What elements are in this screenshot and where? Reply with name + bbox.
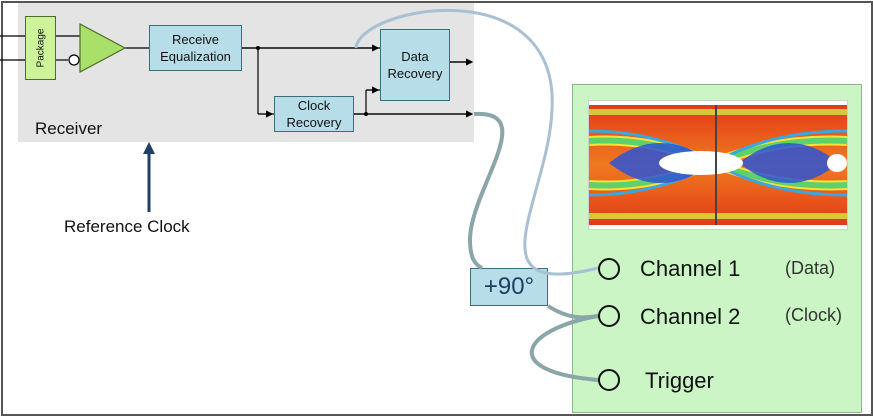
trigger-connector bbox=[598, 369, 620, 391]
package-block: Package bbox=[25, 16, 56, 80]
receiver-label: Receiver bbox=[35, 119, 103, 138]
clock-recovery-block: Clock Recovery bbox=[274, 96, 354, 132]
channel-2-connector bbox=[598, 305, 620, 327]
amplifier-symbol bbox=[79, 23, 127, 73]
data-recovery-block: Data Recovery bbox=[380, 29, 450, 101]
data-channel-cable bbox=[354, 8, 599, 276]
channel-1-connector bbox=[598, 258, 620, 280]
receive-equalization-block: Receive Equalization bbox=[149, 25, 242, 71]
junction-dot bbox=[364, 112, 368, 116]
inverting-input-bubble bbox=[68, 54, 80, 66]
trigger-label: Trigger bbox=[645, 368, 714, 393]
clock-cable-upper bbox=[467, 111, 505, 270]
phase-shift-block: +90° bbox=[470, 268, 548, 306]
channel-1-note: (Data) bbox=[785, 258, 836, 278]
eye-diagram-plot bbox=[589, 105, 847, 225]
junction-dot bbox=[256, 46, 260, 50]
eye-diagram bbox=[588, 100, 848, 230]
channel-1-label: Channel 1 bbox=[640, 256, 741, 281]
trigger-cable bbox=[529, 314, 599, 382]
channel-2-label: Channel 2 bbox=[640, 304, 741, 329]
reference-clock-arrowhead bbox=[143, 142, 155, 154]
reference-clock-label: Reference Clock bbox=[64, 217, 190, 236]
receiver-signal-lines bbox=[0, 35, 474, 118]
channel-2-note: (Clock) bbox=[785, 305, 842, 325]
